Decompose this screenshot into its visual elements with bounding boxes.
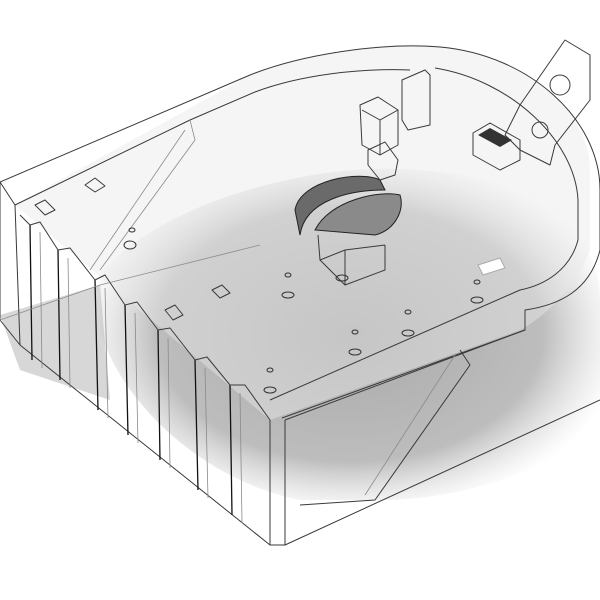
slot-box [401,69,431,131]
clip-feature [367,141,399,181]
wall-ribs [19,214,271,524]
tower-box [359,96,399,156]
right-bracket [472,39,591,171]
left-gusset [0,119,261,321]
left-wall [0,181,286,546]
floor-slot [477,257,506,276]
shadow-left [0,285,110,400]
mount-holes [123,227,484,394]
outer-rim [0,45,600,419]
right-gusset [364,354,456,496]
floor [15,44,590,420]
center-boss [294,175,402,286]
right-wall [284,329,600,546]
shadow [100,168,600,500]
snap-clips [34,177,231,321]
inner-rim [14,67,579,401]
